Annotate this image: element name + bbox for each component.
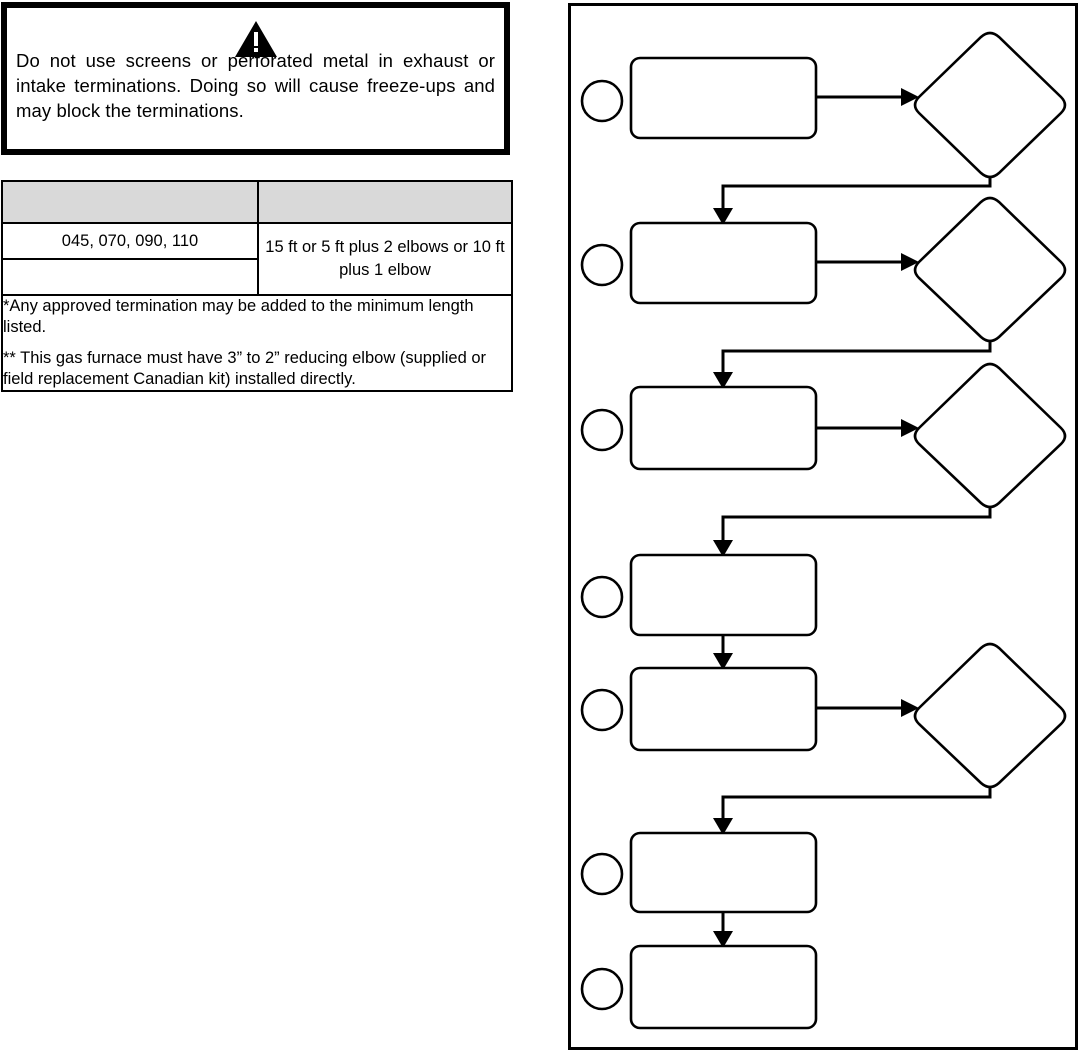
footnote-double-asterisk: ** This gas furnace must have 3” to 2” r… [3,349,487,388]
process-box-5[interactable] [629,666,818,752]
connector-box6-to-box7 [713,912,733,948]
connector-decision1-to-box2 [713,173,992,225]
table-cell-length-value: 15 ft or 5 ft plus 2 elbows or 10 ft plu… [257,222,513,296]
table-footnotes-cell: *Any approved termination may be added t… [1,294,513,392]
left-column: Do not use screens or perforated metal i… [0,0,515,1055]
decision-diamond-4[interactable] [913,642,1067,789]
connector-decision2-to-box3 [713,337,992,389]
table-footnote-row: *Any approved termination may be added t… [1,294,513,392]
connector-box2-to-decision2 [816,253,919,271]
warning-triangle-icon [234,20,278,58]
process-box-4[interactable] [629,553,818,637]
step-bullet-circle-1[interactable] [580,79,624,123]
arrowhead-icon [901,88,919,106]
warning-icon-container [7,8,504,57]
warning-message-text: Do not use screens or perforated metal i… [16,50,495,121]
table-row [1,258,512,296]
table-header-cell-length [257,180,513,224]
arrowhead-icon [713,372,733,389]
arrowhead-icon [713,208,733,225]
connector-decision3-to-box4 [713,503,992,557]
process-box-2[interactable] [629,221,818,305]
step-bullet-circle-3[interactable] [580,408,624,452]
process-box-7[interactable] [629,944,818,1030]
connector-decision4-to-box6 [713,783,992,835]
arrowhead-icon [713,653,733,670]
step-bullet-circle-5[interactable] [580,688,624,732]
decision-diamond-1[interactable] [913,31,1067,179]
connector-box3-to-decision3 [816,419,919,437]
connector-box5-to-decision4 [816,699,919,717]
arrowhead-icon [901,699,919,717]
arrowhead-icon [713,818,733,835]
table-cell-model-value: 045, 070, 090, 110 [1,222,259,260]
flowchart-panel [568,3,1078,1050]
process-box-6[interactable] [629,831,818,914]
table-row: 045, 070, 090, 110 15 ft or 5 ft plus 2 … [1,222,513,296]
arrowhead-icon [901,419,919,437]
warning-callout-box: Do not use screens or perforated metal i… [1,2,510,155]
process-box-3[interactable] [629,385,818,471]
flowchart-diagram [580,31,1067,1030]
table-header-row [1,180,513,224]
step-bullet-circle-2[interactable] [580,243,624,287]
arrowhead-icon [901,253,919,271]
decision-diamond-3[interactable] [913,362,1067,509]
table-header-cell-model [1,180,259,224]
table-cell-model-blank [1,258,259,296]
footnote-asterisk: *Any approved termination may be added t… [3,297,474,336]
decision-diamond-2[interactable] [913,196,1067,343]
step-bullet-circle-7[interactable] [580,967,624,1011]
process-box-1[interactable] [629,56,818,140]
step-bullet-circle-4[interactable] [580,575,624,619]
connector-box1-to-decision1 [816,88,919,106]
arrowhead-icon [713,540,733,557]
connector-box4-to-box5 [713,635,733,670]
vent-length-table: 045, 070, 090, 110 15 ft or 5 ft plus 2 … [1,180,513,392]
step-bullet-circle-6[interactable] [580,852,624,896]
arrowhead-icon [713,931,733,948]
